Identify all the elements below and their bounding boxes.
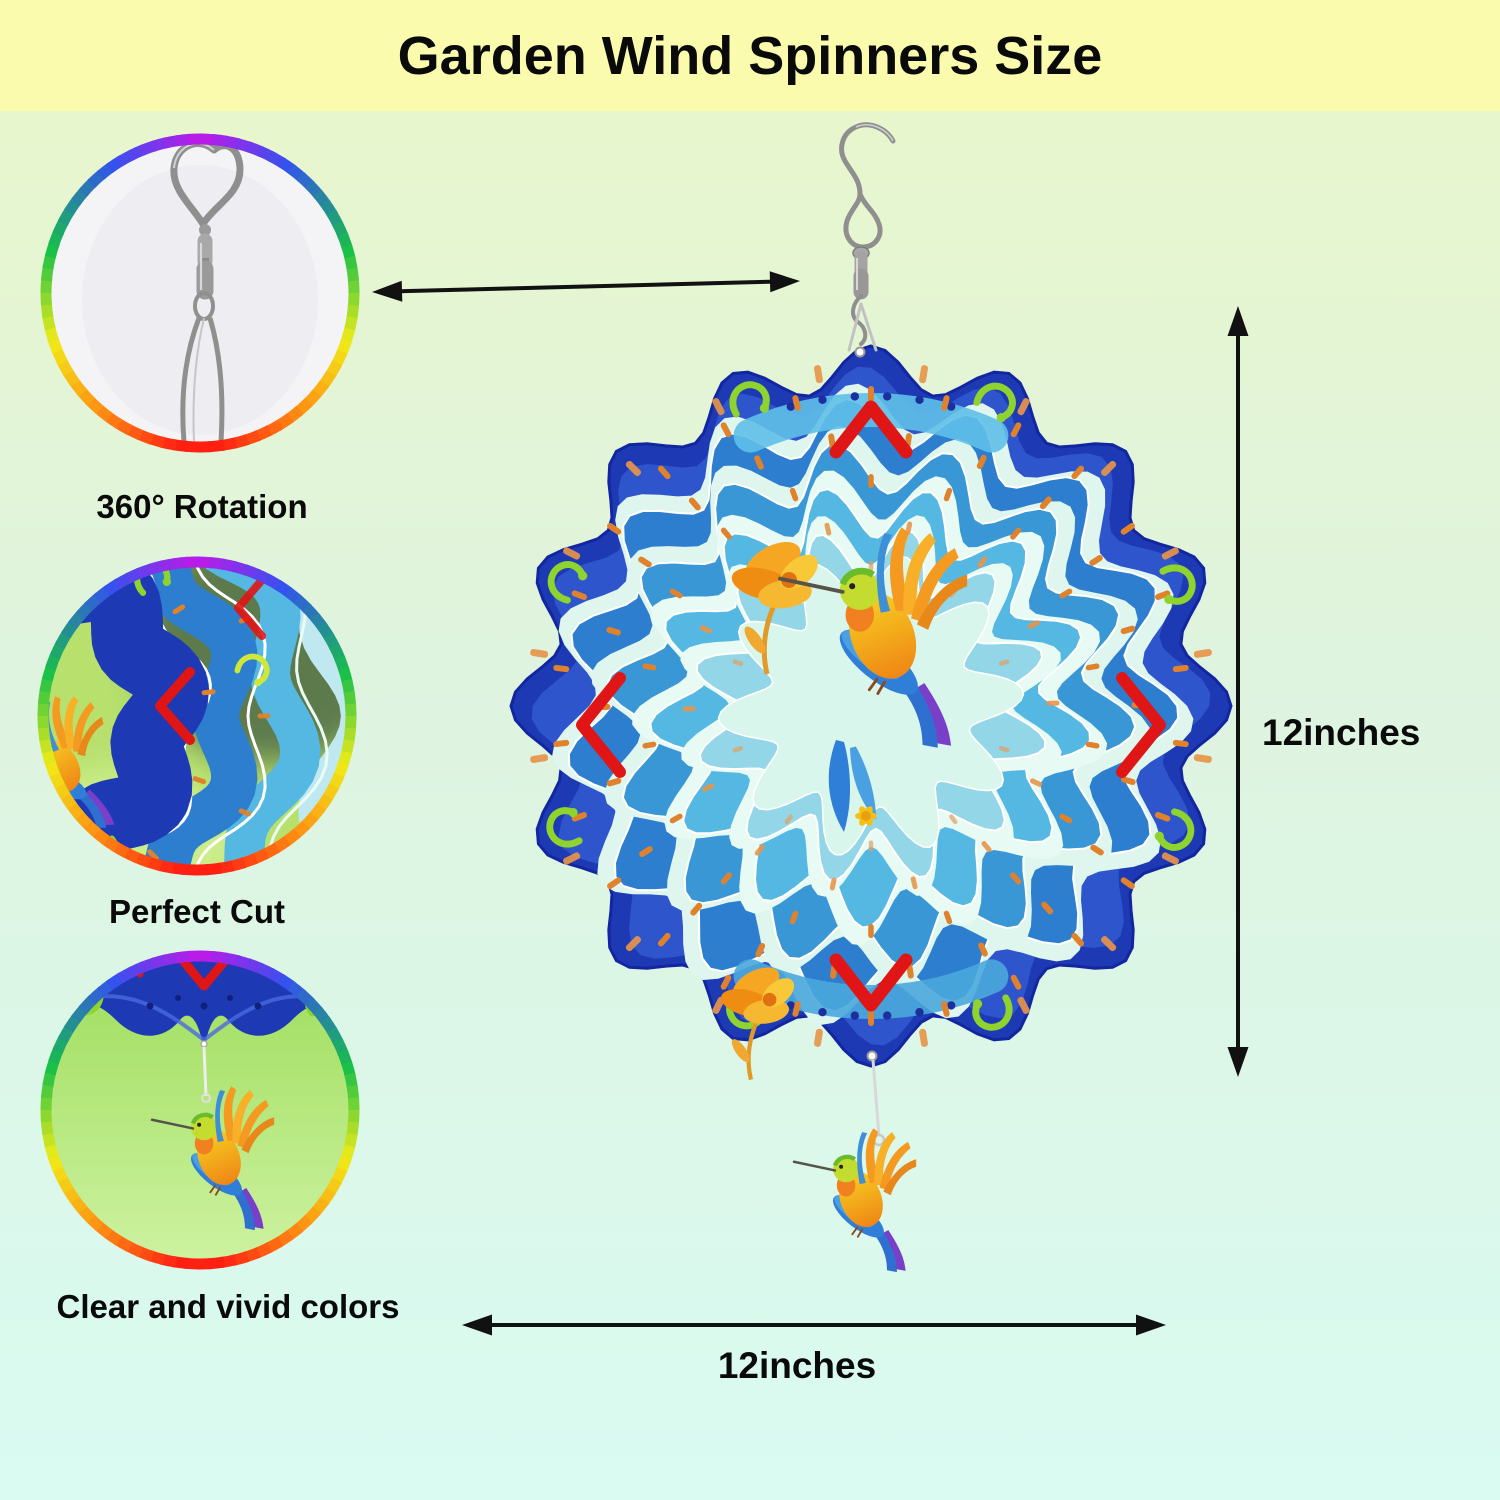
feature-icon-hummingbird-pendant: [40, 950, 360, 1270]
width-dimension-label: 12inches: [717, 1345, 877, 1386]
height-dimension-label: 12inches: [1262, 712, 1421, 753]
s-hook-and-swivel: [839, 122, 896, 352]
feature-label-vivid-colors: Clear and vivid colors: [56, 1288, 400, 1325]
feature-label-perfect-cut: Perfect Cut: [108, 893, 286, 930]
feature-icon-swivel-hook: [40, 133, 360, 453]
feature-label-rotation: 360° Rotation: [96, 488, 308, 525]
width-dimension-arrow: [462, 1314, 1166, 1336]
hummingbird-pendant: [792, 1059, 917, 1273]
height-dimension-arrow: [1227, 306, 1249, 1077]
connector-arrow: [372, 271, 800, 302]
wind-spinner-disc: [509, 344, 1233, 1081]
title-banner: Garden Wind Spinners Size: [0, 0, 1500, 111]
page-title: Garden Wind Spinners Size: [397, 25, 1103, 86]
hummingbird-center-art: [720, 527, 968, 1081]
